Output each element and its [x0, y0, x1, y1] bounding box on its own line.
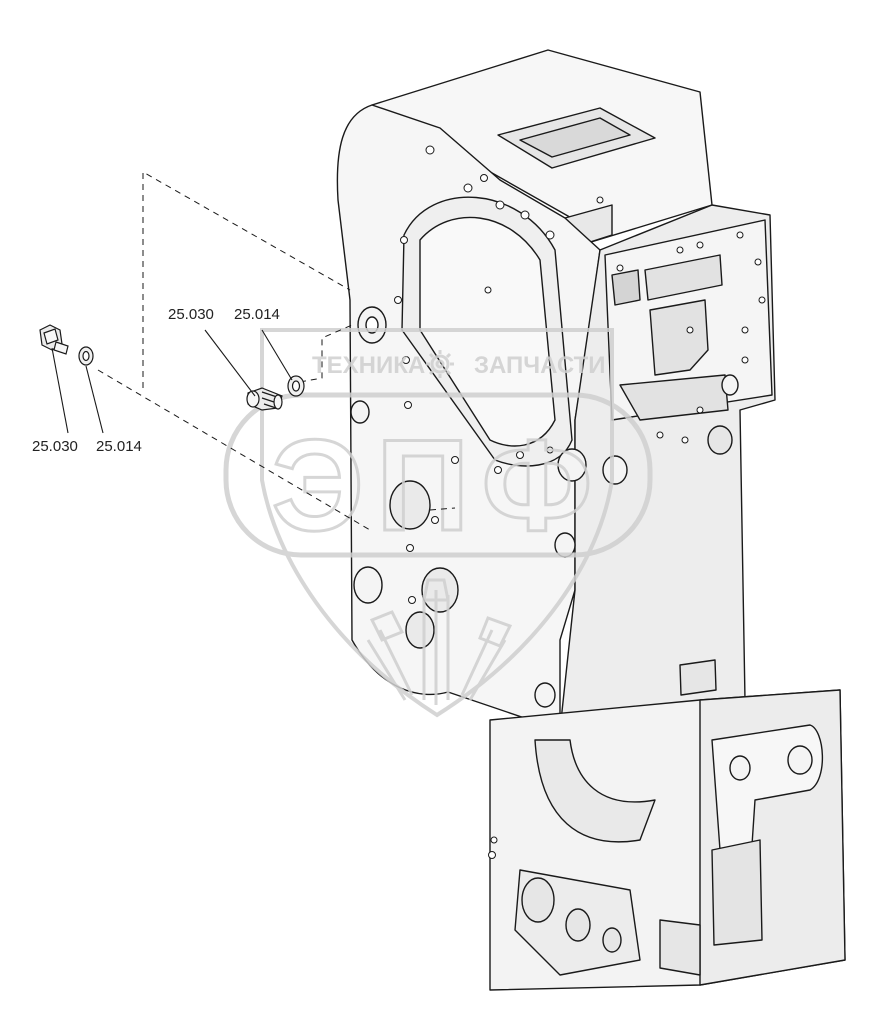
transmission-housing: [336, 49, 846, 991]
guide-lower: [97, 369, 371, 531]
bolt-holes: [394, 145, 766, 859]
boss-3: [389, 480, 431, 530]
boss-6: [405, 611, 435, 649]
guide-upper: [299, 324, 353, 383]
leader-top-left: [204, 329, 256, 397]
port-3: [602, 927, 622, 953]
guide-frame: [142, 171, 351, 388]
watermark-band: [223, 392, 653, 558]
leader-lines: [51, 329, 293, 434]
part-washer-lower: [78, 346, 94, 366]
leader-bottom-right: [85, 365, 104, 434]
side-window: [711, 839, 763, 946]
callout-bottom-right: 25.014: [96, 438, 142, 455]
port-4: [707, 425, 733, 455]
boss-11: [729, 755, 751, 781]
watermark: ЭПФ ТЕХНИКА ЗАПЧАСТИ: [223, 328, 653, 718]
gear-icon: [426, 350, 454, 378]
guide-port: [429, 507, 456, 511]
valve-channel-2: [649, 299, 709, 376]
exploded-guides: [97, 171, 456, 531]
valve-channel-1: [644, 254, 723, 301]
callout-bottom-left: 25.030: [32, 438, 78, 455]
part-bolt-lower: [39, 324, 69, 355]
watermark-word-left: ТЕХНИКА: [312, 352, 425, 379]
small-lug: [679, 659, 717, 696]
watermark-wheat-icon: [366, 578, 513, 705]
leader-bottom-left: [51, 347, 69, 434]
lower-curve: [534, 739, 656, 843]
boss-8: [534, 682, 556, 708]
watermark-big-letters: ЭПФ: [272, 412, 605, 558]
watermark-shield: [260, 328, 614, 718]
port-2: [565, 908, 591, 942]
boss-2: [350, 400, 370, 424]
boss-12: [787, 745, 813, 775]
part-bolt-upper: [246, 387, 283, 411]
port-1: [521, 877, 555, 923]
callout-top-left: 25.030: [168, 306, 214, 323]
callout-top-right: 25.014: [234, 306, 280, 323]
leader-top-right: [261, 329, 293, 381]
port-5: [721, 374, 739, 396]
watermark-word-right: ЗАПЧАСТИ: [474, 352, 606, 379]
boss-9: [557, 448, 587, 482]
part-washer-upper: [287, 375, 305, 397]
valve-pocket: [611, 269, 641, 306]
bottom-tab: [659, 919, 701, 976]
top-slot-inner: [519, 117, 631, 158]
boss-10: [602, 455, 628, 485]
boss-4: [353, 566, 383, 604]
